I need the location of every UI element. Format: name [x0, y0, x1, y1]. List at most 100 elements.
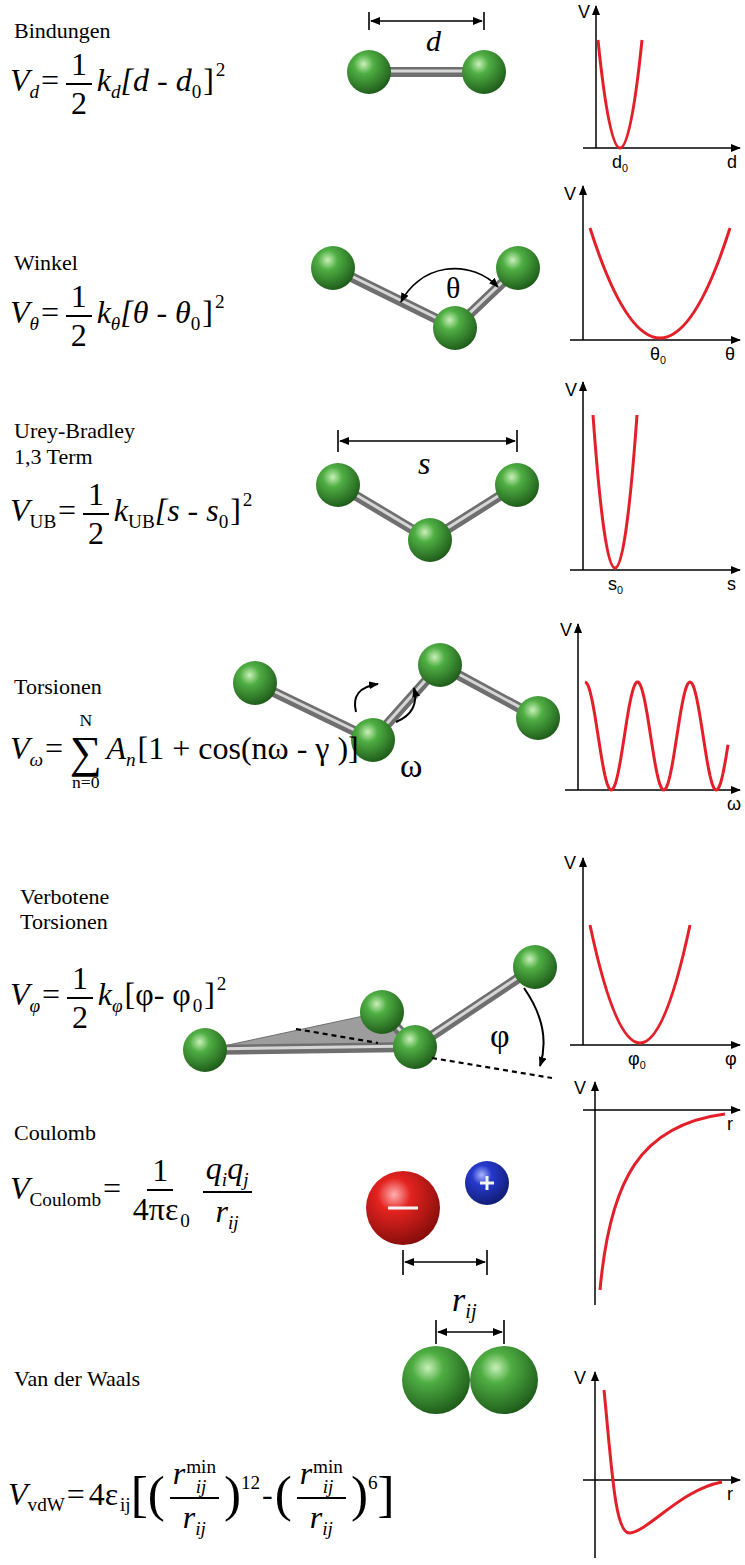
bracket: [ — [131, 1465, 148, 1522]
formula: VUB=12kUB[s - s0]2 — [10, 476, 252, 552]
math-text: 1 — [88, 476, 104, 512]
axis-label: θ — [725, 344, 735, 365]
dashed-reference — [432, 1058, 552, 1078]
atom-sphere — [393, 1025, 437, 1069]
graph-axis — [582, 382, 584, 570]
math-text: = — [41, 294, 59, 330]
axis-label: ω — [727, 794, 741, 815]
denominator: 2 — [66, 85, 92, 122]
section-title: Coulomb — [14, 1120, 96, 1145]
superscript: 6 — [368, 1472, 378, 1493]
axis-label: r — [727, 1484, 733, 1505]
subscript: ij — [313, 1477, 343, 1497]
charge-sign — [388, 1207, 418, 1210]
sum-operator: N∑n=0 — [70, 712, 102, 792]
angle-label: φ — [490, 1016, 510, 1055]
numerator: 1 — [66, 278, 92, 317]
math-text: 1 — [71, 46, 87, 82]
label-text: s — [727, 574, 736, 594]
distance-label: rij — [452, 1280, 477, 1324]
superscript: min — [313, 1457, 343, 1477]
math-text: ] — [203, 62, 214, 98]
math-symbol: A — [107, 730, 127, 766]
subscript: ij — [195, 1518, 206, 1539]
math-text: ] — [202, 294, 213, 330]
axis-label: s0 — [608, 574, 623, 596]
label-text: Urey-Bradley — [14, 418, 135, 443]
rotation-arrow — [355, 684, 378, 712]
dimension-line — [340, 440, 515, 442]
dimension-line — [486, 1250, 488, 1275]
math-text: = — [42, 976, 60, 1012]
atom-sphere — [433, 306, 477, 350]
axis-label: θ0 — [650, 344, 666, 366]
angle-label: θ — [446, 271, 460, 306]
potential-curve — [598, 40, 642, 148]
math-text: 1 — [72, 960, 88, 996]
axis-label: V — [565, 380, 577, 401]
dimension-line — [438, 1331, 502, 1333]
math-text: = — [103, 1170, 121, 1206]
superscript: 2 — [216, 59, 226, 80]
graph-axis — [582, 186, 584, 340]
math-symbol: V — [10, 62, 30, 98]
label-text: ω — [400, 747, 422, 784]
bracket: ( — [148, 1465, 165, 1522]
fraction: rminijrij — [297, 1455, 347, 1540]
axis-label: r — [727, 1114, 733, 1135]
axis-label: V — [574, 1078, 586, 1099]
graph-axis — [570, 1044, 740, 1046]
math-symbol: k — [98, 976, 112, 1012]
label-text: φ — [490, 1017, 510, 1054]
graph-axis — [594, 1372, 596, 1558]
graph-axis — [595, 6, 597, 148]
subscript: ij — [322, 1518, 333, 1539]
graph-axis — [594, 1082, 596, 1305]
superscript: 2 — [215, 291, 225, 312]
sum-limit: n=0 — [72, 774, 100, 792]
label-text: θ — [446, 271, 460, 304]
label-text: φ — [628, 1049, 640, 1069]
bond-highlight — [205, 1046, 415, 1049]
atom-sphere — [516, 696, 560, 740]
numerator: qiqj — [203, 1150, 252, 1193]
subscript: 0 — [192, 81, 202, 102]
math-text: 2 — [88, 515, 104, 551]
atom-sphere — [311, 246, 355, 290]
subscript: 0 — [193, 995, 203, 1016]
subscript: vdW — [28, 1494, 65, 1515]
superscript: 12 — [241, 1472, 260, 1493]
math-text: = — [67, 1476, 85, 1512]
axis-label: V — [574, 1368, 586, 1389]
label-text: V — [574, 1368, 586, 1388]
graph-axis — [577, 624, 579, 790]
math-symbol: V — [10, 492, 30, 528]
subscript: 0 — [622, 162, 628, 174]
graph-axis — [583, 1479, 740, 1481]
section-title: Bindungen — [14, 18, 111, 43]
denominator: rij — [212, 1193, 242, 1234]
section-title: Van der Waals — [14, 1366, 140, 1391]
graph-axis — [570, 569, 740, 571]
formula: Vω=N∑n=0An[1 + cos(nω - γ )] — [10, 712, 361, 792]
label-text: V — [565, 380, 577, 400]
graph-axis — [582, 858, 584, 1045]
bracket: ) — [351, 1465, 368, 1522]
denominator: 4πε0 — [128, 1191, 193, 1232]
math-text: 2 — [72, 999, 88, 1035]
math-text: = — [45, 730, 63, 766]
atom-sphere — [366, 1171, 440, 1245]
subscript: 0 — [640, 1059, 646, 1071]
numerator: 1 — [83, 476, 109, 515]
subscript: ij — [120, 1494, 131, 1515]
math-text: [φ- φ — [125, 976, 191, 1012]
formula: Vd=12kd[d - d0]2 — [10, 46, 225, 122]
bracket: ) — [224, 1465, 241, 1522]
math-symbol: [s - s — [155, 492, 219, 528]
axis-label: V — [564, 184, 576, 205]
subscript: 0 — [219, 511, 229, 532]
dimension-label: s — [418, 445, 430, 482]
subscript: 0 — [660, 354, 666, 366]
subscript: 0 — [617, 584, 623, 596]
dimension-line — [402, 1250, 404, 1275]
